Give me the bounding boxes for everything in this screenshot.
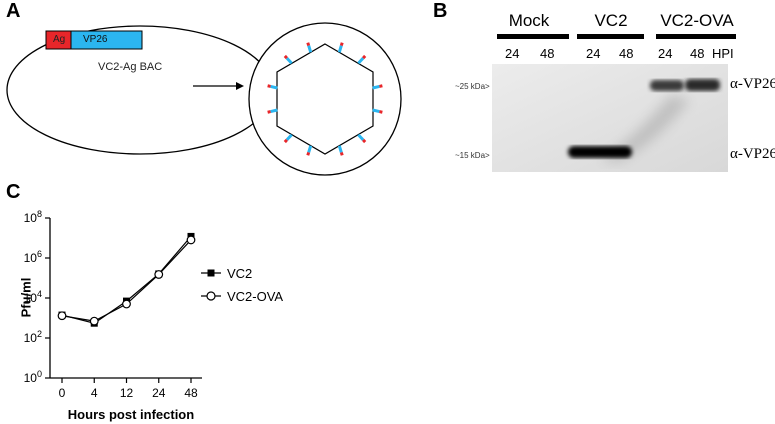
band-vc2-ova-48 [685,79,720,91]
marker-25kda: ~25 kDa> [455,82,490,91]
x-tick-label-2: 12 [120,386,134,400]
spike-ag-5 [362,138,367,144]
lane-time-1: 24 [505,46,520,61]
band-vc2-ova-24 [650,80,684,91]
blot-smear [600,95,690,162]
spike-vp26-7 [307,145,313,153]
spike-vp26-3 [372,84,380,90]
y-tick-label-1: 102 [24,329,42,345]
spike-ag-8 [283,138,288,144]
group-bar-mock [497,34,569,39]
x-tick-label-4: 48 [184,386,198,400]
spike-vp26-8 [285,133,293,141]
spike-ag-12 [306,42,311,46]
spike-ag-3 [379,84,383,88]
marker-15kda: ~15 kDa> [455,151,490,160]
virion-circle [248,22,402,176]
antibody-label-lower: α-VP26 [730,146,775,162]
spike-vp26-6 [337,145,343,153]
spike-ag-2 [362,54,367,60]
series-1-point-3 [154,270,164,279]
legend-label-vc2-ova: VC2-OVA [227,289,284,304]
y-tick-label-4: 108 [24,209,42,225]
legend-marker-0 [207,269,215,277]
group-label-vc2-ova: VC2-OVA [660,11,734,30]
lane-time-6: 48 [690,46,705,61]
capsid-spikes [267,42,383,156]
spike-vp26-10 [270,84,278,90]
group-bar-vc2 [577,34,644,39]
series-1-point-0 [57,311,67,321]
ag-label: Ag [53,34,66,45]
spike-vp26-4 [372,108,380,114]
band-vc2-15kda [568,146,632,158]
series-line-0 [61,236,192,324]
x-tick-label-3: 24 [152,386,166,400]
spike-ag-11 [283,54,288,60]
lane-time-5: 24 [658,46,673,61]
spike-vp26-11 [285,57,293,65]
capsid-hexagon [276,43,374,155]
panel-a-schematic [6,22,402,176]
group-label-mock: Mock [508,11,550,30]
group-label-vc2: VC2 [594,11,628,30]
spike-ag-6 [339,152,344,156]
spike-ag-10 [267,84,271,88]
series-1-point-1 [89,316,99,326]
x-tick-label-0: 0 [59,386,66,400]
vp26-segment [70,30,143,50]
spike-ag-7 [306,152,311,156]
spike-ag-9 [267,110,271,114]
x-tick-label-1: 4 [91,386,98,400]
legend-label-vc2: VC2 [227,266,253,281]
antibody-label-upper: α-VP26 [730,76,775,92]
spike-vp26-2 [357,57,365,65]
panel-label-b: B [433,0,448,22]
spike-ag-4 [379,110,383,114]
spike-ag-1 [339,42,344,46]
lane-time-4: 48 [619,46,634,61]
spike-vp26-5 [357,133,365,141]
bac-label: VC2-Ag BAC [98,61,163,73]
panel-label-c: C [6,181,21,203]
y-tick-label-0: 100 [24,369,42,385]
series-1-point-2 [122,299,131,309]
group-bar-vc2-ova [656,34,736,39]
x-axis-label: Hours post infection [67,407,195,422]
panel-label-a: A [6,0,21,22]
spike-vp26-1 [337,45,343,53]
y-axis-label: Pfu/ml [18,277,34,318]
spike-vp26-12 [307,45,313,53]
vp26-label: VP26 [83,34,108,45]
legend-marker-1 [206,291,216,301]
spike-vp26-9 [270,108,278,114]
arrow-head [236,82,244,90]
hpi-label: HPI [712,46,734,61]
lane-time-3: 24 [586,46,601,61]
series-line-1 [61,239,192,322]
lane-time-2: 48 [540,46,555,61]
y-tick-label-3: 106 [24,249,42,265]
series-1-point-4 [186,235,196,245]
